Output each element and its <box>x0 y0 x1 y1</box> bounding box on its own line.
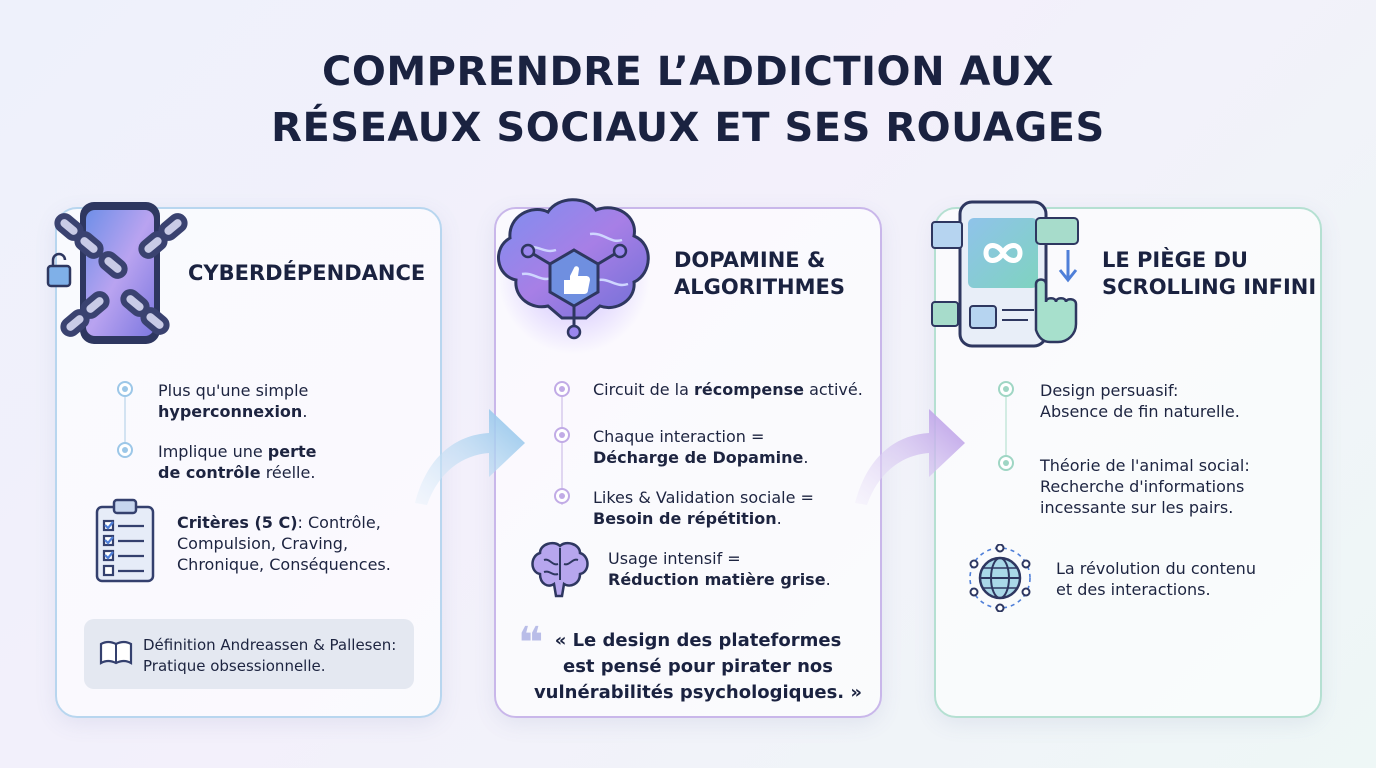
card3-heading: LE PIÈGE DU SCROLLING INFINI <box>1102 248 1317 299</box>
card2-quote: « Le design des plateformes est pensé po… <box>533 630 863 703</box>
card3-bullet-2 <box>998 455 1014 471</box>
card1-definition: Définition Andreassen & Pallesen: Pratiq… <box>143 636 397 675</box>
checklist-clipboard-icon <box>95 498 155 583</box>
card1-bullet-1 <box>117 381 133 397</box>
card2-point-2: Chaque interaction = Décharge de Dopamin… <box>593 427 809 467</box>
card3-bullet-1 <box>998 381 1014 397</box>
card2-bullet-2 <box>554 427 570 443</box>
card1-criteria: Critères (5 C): Contrôle, Compulsion, Cr… <box>177 513 391 574</box>
infinite-scroll-phone-icon <box>931 200 1079 348</box>
card1-point-2: Implique une perte de contrôle réelle. <box>158 442 317 482</box>
card3-point-1: Design persuasif: Absence de fin naturel… <box>1040 381 1240 421</box>
card2-point-3: Likes & Validation sociale = Besoin de r… <box>593 488 814 528</box>
card2-point-1: Circuit de la récompense activé. <box>593 380 863 399</box>
chained-phone-icon <box>46 202 188 344</box>
globe-network-icon <box>969 544 1031 612</box>
card2-timeline <box>561 397 563 505</box>
card1-heading: CYBERDÉPENDANCE <box>188 261 426 285</box>
card3-point-2: Théorie de l'animal social: Recherche d'… <box>1040 456 1250 517</box>
card1-point-1: Plus qu'une simple hyperconnexion. <box>158 381 309 421</box>
arrow-1-icon <box>415 409 525 505</box>
title-line-2: RÉSEAUX SOCIAUX ET SES ROUAGES <box>271 105 1105 151</box>
card1-bullet-2 <box>117 442 133 458</box>
card2-bullet-1 <box>554 381 570 397</box>
arrow-2-icon <box>855 409 965 505</box>
brain-like-icon <box>497 198 650 354</box>
open-book-icon <box>99 640 133 665</box>
card3-timeline <box>1005 397 1007 465</box>
card1-definition-box <box>84 619 414 689</box>
title-line-1: COMPRENDRE L’ADDICTION AUX <box>321 49 1055 95</box>
quote-mark-icon: ❝ <box>518 618 544 669</box>
card2-heading: DOPAMINE & ALGORITHMES <box>674 248 845 299</box>
card1-timeline <box>124 397 126 449</box>
card2-bullet-3 <box>554 488 570 504</box>
page-title: COMPRENDRE L’ADDICTION AUX RÉSEAUX SOCIA… <box>0 44 1376 156</box>
card2-brain-note: Usage intensif = Réduction matière grise… <box>608 549 831 589</box>
brain-icon <box>531 541 589 598</box>
card3-globe-note: La révolution du contenu et des interact… <box>1056 559 1256 599</box>
